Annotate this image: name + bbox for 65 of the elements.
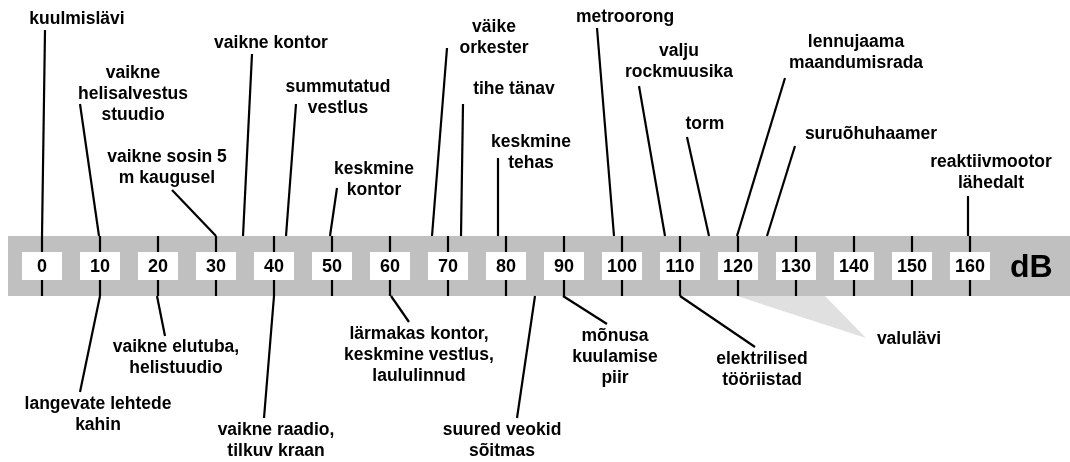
leader-line xyxy=(390,295,410,323)
sound-source-label: suured veokid sõitmas xyxy=(428,419,576,461)
sound-source-label: metroorong xyxy=(562,6,688,27)
sound-source-label: langevate lehtede kahin xyxy=(6,393,190,435)
sound-source-label: keskmine kontor xyxy=(322,158,426,200)
scale-value: 130 xyxy=(776,252,816,280)
unit-label: dB xyxy=(1010,247,1053,286)
sound-source-label: vaikne kontor xyxy=(198,32,344,53)
sound-source-label: torm xyxy=(676,113,734,134)
scale-value: 150 xyxy=(892,252,932,280)
leader-line xyxy=(262,295,276,419)
sound-source-label: suruõhuhaamer xyxy=(788,123,954,144)
callout-wedge xyxy=(737,296,866,338)
scale-value: 10 xyxy=(80,252,120,280)
sound-source-label: tihe tänav xyxy=(462,78,566,99)
sound-source-label: valju rockmuusika xyxy=(610,40,748,82)
leader-line xyxy=(595,27,616,237)
sound-source-label: väike orkester xyxy=(449,16,539,58)
leader-line xyxy=(241,53,254,237)
scale-value: 40 xyxy=(254,252,294,280)
leader-line xyxy=(40,30,47,236)
scale-value: 110 xyxy=(660,252,700,280)
leader-line xyxy=(679,295,756,348)
scale-value: 80 xyxy=(486,252,526,280)
scale-value: 70 xyxy=(428,252,468,280)
leader-line xyxy=(765,145,797,237)
leader-line xyxy=(685,136,711,237)
leader-line xyxy=(735,77,787,237)
sound-source-label: vaikne elutuba, helistuudio xyxy=(96,336,256,378)
sound-source-label: lennujaama maandumisrada xyxy=(770,31,942,73)
leader-line xyxy=(430,47,449,237)
sound-source-label: valulävi xyxy=(866,328,952,349)
leader-line xyxy=(637,85,667,237)
leader-line xyxy=(78,295,102,393)
sound-source-label: vaikne helisalvestus stuudio xyxy=(66,62,200,125)
leader-line xyxy=(562,295,608,325)
sound-source-label: vaikne raadio, tilkuv kraan xyxy=(196,419,356,461)
leader-line xyxy=(171,189,217,237)
sound-source-label: elektrilised tööriistad xyxy=(700,348,824,390)
scale-value: 30 xyxy=(196,252,236,280)
leader-line xyxy=(284,103,298,237)
leader-line xyxy=(459,104,465,236)
leader-line xyxy=(515,295,537,419)
scale-value: 140 xyxy=(834,252,874,280)
leader-line xyxy=(78,103,101,237)
sound-source-label: summutatud vestlus xyxy=(272,76,404,118)
sound-source-label: kuulmislävi xyxy=(14,8,140,29)
leader-line xyxy=(966,196,970,236)
scale-value: 20 xyxy=(138,252,178,280)
scale-value: 160 xyxy=(950,252,990,280)
scale-value: 120 xyxy=(718,252,758,280)
scale-value: 60 xyxy=(370,252,410,280)
sound-source-label: reaktiivmootor lähedalt xyxy=(912,151,1070,193)
sound-source-label: lärmakas kontor, keskmine vestlus, laululinnud xyxy=(322,323,516,386)
scale-bar xyxy=(8,236,1070,296)
scale-value: 90 xyxy=(544,252,584,280)
scale-value: 100 xyxy=(602,252,642,280)
leader-line xyxy=(155,295,167,337)
scale-value: 50 xyxy=(312,252,352,280)
leader-line xyxy=(496,158,500,236)
sound-source-label: vaikne sosin 5 m kaugusel xyxy=(104,146,230,188)
sound-source-label: mõnusa kuulamise piir xyxy=(559,325,671,388)
leader-line xyxy=(328,187,339,237)
scale-value: 0 xyxy=(22,252,62,280)
sound-source-label: keskmine tehas xyxy=(486,131,576,173)
